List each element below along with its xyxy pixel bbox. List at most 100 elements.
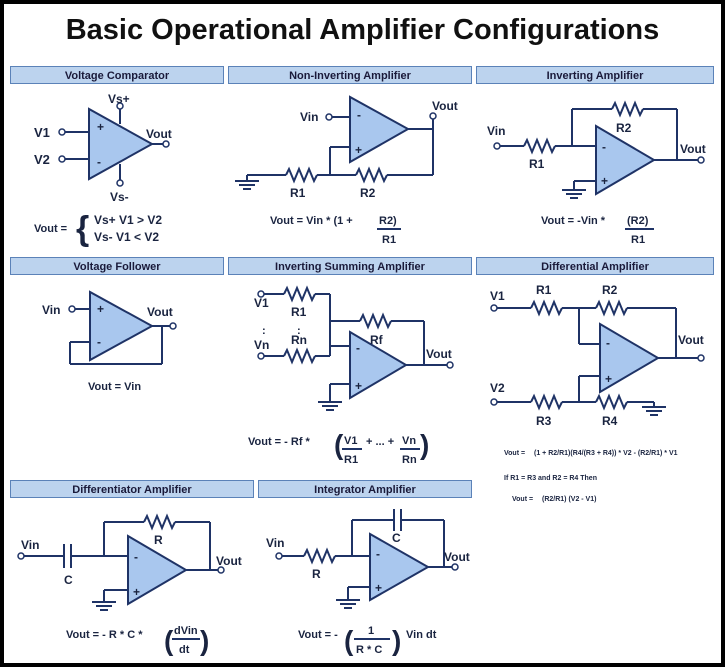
integrator-op-amp [369, 532, 431, 602]
inverting-r1-label: R1 [529, 157, 545, 171]
circuit-diagrams: + - Vs+ V1 V2 Vout Vs- Vout = { Vs+ V1 >… [17, 92, 706, 656]
svg-text:+: + [133, 585, 140, 599]
follower-op-amp [89, 290, 155, 362]
summing-vout-label: Vout [426, 347, 452, 361]
follower-vin-label: Vin [42, 303, 60, 317]
differentiator-c-label: C [64, 573, 73, 587]
differential-formula-simple-lhs: Vout = [512, 496, 533, 503]
svg-text:(: ( [164, 625, 174, 656]
non-inverting-circuit: - + Vin Vout R1 R2 Vout = Vin * (1 + R2) [235, 95, 458, 246]
follower-circuit: + - Vin Vout Vout = Vin [42, 290, 177, 393]
differential-r2-label: R2 [602, 283, 618, 297]
svg-text:): ) [392, 625, 401, 656]
inverting-formula-den: R1 [631, 234, 645, 246]
differentiator-formula: Vout = - R * C * [66, 629, 143, 641]
comparator-v2-label: V2 [34, 152, 50, 167]
summing-formula-d2: Rn [402, 454, 417, 466]
non-inverting-formula-num: R2) [379, 215, 397, 227]
svg-text:(: ( [334, 429, 344, 460]
comparator-circuit: + - Vs+ V1 V2 Vout Vs- Vout = { Vs+ V1 >… [34, 92, 172, 248]
inverting-vin-label: Vin [487, 124, 505, 138]
header-differential-amplifier: Differential Amplifier [476, 257, 714, 275]
comparator-op-amp [88, 107, 155, 181]
svg-text:+: + [355, 379, 362, 393]
differential-v1-label: V1 [490, 289, 505, 303]
summing-rf-label: Rf [370, 333, 384, 347]
summing-formula-mid: + ... + [366, 436, 394, 448]
differential-r3-label: R3 [536, 414, 552, 428]
inverting-circuit: - + Vin R1 R2 Vout Vout = -Vin * (R2) [487, 100, 706, 246]
integrator-formula-num: 1 [368, 625, 374, 637]
differential-formula-main-lhs: Vout = [504, 450, 525, 457]
differential-r4-label: R4 [602, 414, 618, 428]
header-inverting-summing-amplifier: Inverting Summing Amplifier [228, 257, 472, 275]
svg-text:+: + [605, 372, 612, 386]
header-integrator-amplifier: Integrator Amplifier [258, 480, 472, 498]
svg-text::: : [297, 325, 301, 337]
differentiator-r-label: R [154, 533, 163, 547]
differential-formula-condition: If R1 = R3 and R2 = R4 Then [504, 475, 597, 482]
comparator-vsp-label: Vs+ [108, 92, 130, 106]
inverting-formula-num: (R2) [627, 215, 649, 227]
differentiator-vout-label: Vout [216, 554, 242, 568]
differentiator-formula-num: dVin [174, 625, 198, 637]
differential-circuit: - + V1 R1 R2 [490, 283, 705, 503]
summing-v1-label: V1 [254, 296, 269, 310]
summing-formula-n2: Vn [402, 435, 416, 447]
svg-text::: : [262, 325, 266, 337]
summing-circuit: - + : : V1 R1 Vn [248, 285, 454, 466]
integrator-formula: Vout = - [298, 629, 338, 641]
integrator-r-label: R [312, 567, 321, 581]
header-voltage-comparator: Voltage Comparator [10, 66, 224, 84]
svg-text:-: - [97, 155, 101, 169]
inverting-vout-label: Vout [680, 142, 706, 156]
differential-op-amp [599, 322, 660, 394]
summing-rn-label: Rn [291, 333, 307, 347]
svg-text:+: + [97, 120, 104, 134]
differential-v2-label: V2 [490, 381, 505, 395]
comparator-formula-lhs: Vout = [34, 223, 67, 235]
summing-op-amp [349, 330, 408, 400]
comparator-vsn-label: Vs- [110, 190, 129, 204]
differentiator-circuit: - + Vin C R Vout Vout = - R * C * ( [17, 513, 242, 656]
comparator-brace: { [76, 210, 89, 248]
differentiator-vin-label: Vin [21, 538, 39, 552]
inverting-r2-label: R2 [616, 121, 632, 135]
svg-text:+: + [601, 174, 608, 188]
integrator-formula-tail: Vin dt [406, 629, 437, 641]
svg-text:-: - [357, 108, 361, 122]
comparator-v1-label: V1 [34, 125, 50, 140]
svg-text:(: ( [344, 625, 354, 656]
header-non-inverting-amplifier: Non-Inverting Amplifier [228, 66, 472, 84]
summing-formula: Vout = - Rf * [248, 436, 311, 448]
svg-text:): ) [420, 429, 429, 460]
summing-formula-d1: R1 [344, 454, 358, 466]
svg-text:-: - [356, 341, 360, 355]
comparator-case-2: Vs- V1 < V2 [94, 230, 159, 244]
differential-formula-simple-expr: (R2/R1) (V2 - V1) [542, 496, 596, 503]
header-inverting-amplifier: Inverting Amplifier [476, 66, 714, 84]
differential-r1-label: R1 [536, 283, 552, 297]
differential-formula-main-expr: (1 + R2/R1)(R4/(R3 + R4)) * V2 - (R2/R1)… [534, 450, 678, 457]
integrator-circuit: - + Vin R C Vout Vout = - ( 1 [266, 509, 470, 656]
summing-vn-label: Vn [254, 338, 269, 352]
non-inverting-formula-den: R1 [382, 234, 396, 246]
non-inverting-op-amp [349, 95, 411, 164]
non-inverting-r1-label: R1 [290, 186, 306, 200]
svg-text:-: - [134, 550, 138, 564]
non-inverting-r2-label: R2 [360, 186, 376, 200]
svg-text:-: - [606, 336, 610, 350]
comparator-case-1: Vs+ V1 > V2 [94, 213, 162, 227]
follower-vout-label: Vout [147, 305, 173, 319]
svg-text:+: + [97, 302, 104, 316]
integrator-c-label: C [392, 531, 401, 545]
header-voltage-follower: Voltage Follower [10, 257, 224, 275]
sheet: Basic Operational Amplifier Configuratio… [4, 4, 721, 663]
differentiator-formula-den: dt [179, 644, 190, 656]
page-title: Basic Operational Amplifier Configuratio… [65, 14, 660, 46]
non-inverting-vin-label: Vin [300, 110, 318, 124]
differential-vout-label: Vout [678, 333, 704, 347]
svg-text:-: - [376, 547, 380, 561]
non-inverting-vout-label: Vout [432, 99, 458, 113]
svg-text:+: + [355, 143, 362, 157]
